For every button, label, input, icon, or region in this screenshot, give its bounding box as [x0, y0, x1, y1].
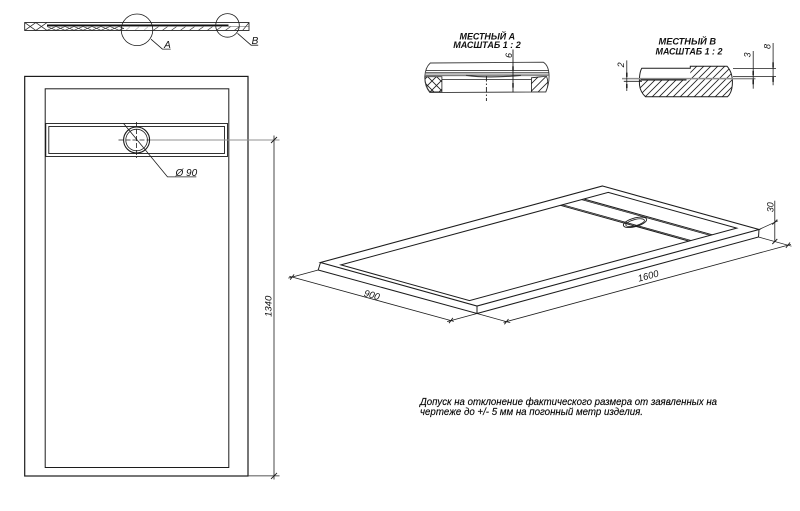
svg-text:3: 3	[743, 53, 753, 58]
svg-text:A: A	[163, 40, 171, 51]
svg-text:6: 6	[504, 53, 514, 58]
svg-text:МАСШТАБ 1 : 2: МАСШТАБ 1 : 2	[656, 46, 724, 57]
svg-text:Ø 90: Ø 90	[175, 168, 198, 179]
svg-text:30: 30	[765, 202, 775, 212]
svg-text:Допуск на отклонение фактическ: Допуск на отклонение фактического размер…	[419, 396, 717, 408]
svg-text:МЕСТНЫЙ В: МЕСТНЫЙ В	[659, 36, 717, 48]
svg-text:чертеже до +/- 5 мм на погонны: чертеже до +/- 5 мм на погонный метр изд…	[420, 407, 643, 418]
svg-text:B: B	[252, 36, 259, 47]
svg-text:МАСШТАБ 1 : 2: МАСШТАБ 1 : 2	[453, 40, 521, 51]
svg-text:МЕСТНЫЙ А: МЕСТНЫЙ А	[460, 30, 516, 42]
svg-text:8: 8	[763, 44, 773, 49]
svg-text:1340: 1340	[263, 295, 274, 317]
svg-text:900: 900	[363, 288, 382, 303]
svg-text:2: 2	[616, 62, 626, 68]
